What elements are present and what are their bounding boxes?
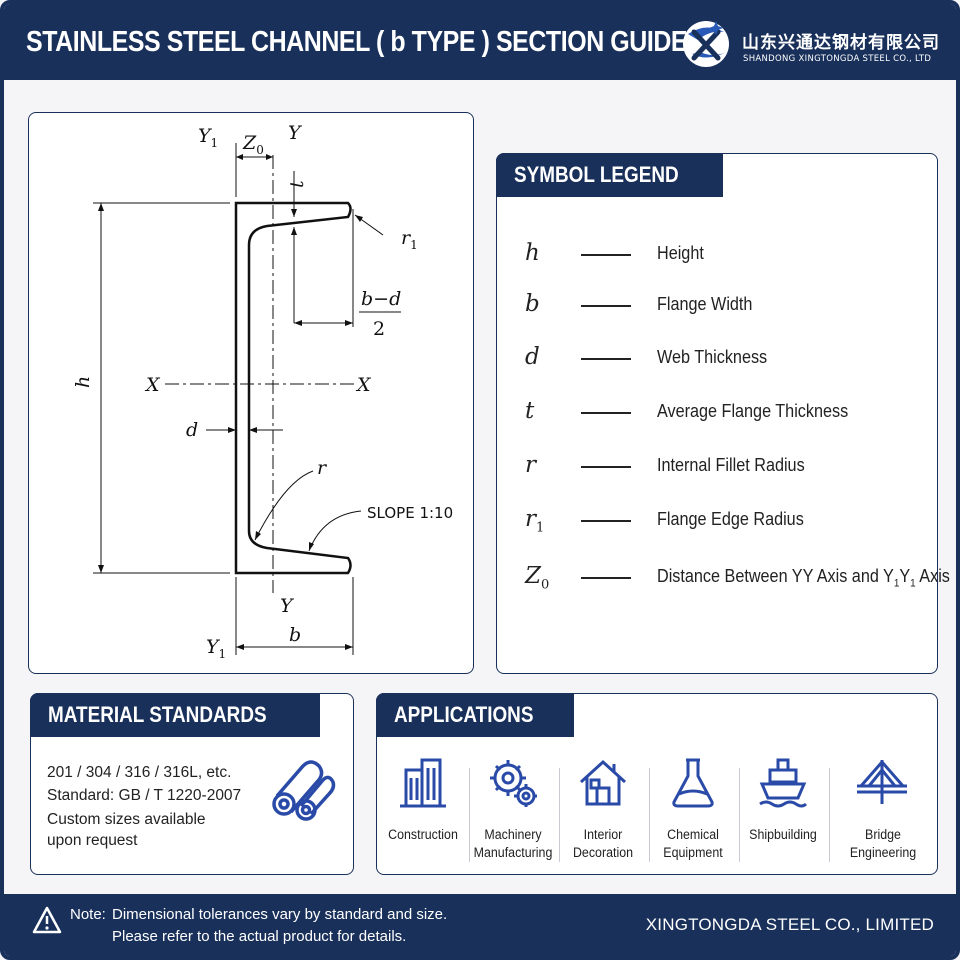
page-title: STAINLESS STEEL CHANNEL ( b TYPE ) SECTI… [26,26,688,58]
house-icon [579,759,627,806]
separator [739,768,740,862]
legend-description: Flange Width [657,294,753,314]
legend-dash [581,412,631,414]
legend-row-h: h Height [497,240,937,270]
label-b: b [289,624,301,646]
legend-symbol: d [525,344,540,370]
note-text-line1: Dimensional tolerances vary by standard … [112,906,448,923]
legend-symbol: r1 [525,506,545,536]
symbol-legend-panel: SYMBOL LEGEND h Height b Flange Width d … [495,152,950,674]
legend-row-d: d Web Thickness [497,344,937,374]
legend-row-r: r Internal Fillet Radius [497,452,937,482]
ship-icon [759,758,808,808]
legend-description: Distance Between YY Axis and Y1Y1 Axis [657,566,950,590]
label-y1-top: Y1 [198,125,218,150]
company-logo: 山东兴通达钢材有限公司 SHANDONG XINGTONGDA STEEL CO… [680,14,950,72]
label-z0: Z0 [242,132,264,157]
legend-dash [581,466,631,468]
material-standards-panel: MATERIAL STANDARDS 201 / 304 / 316 / 316… [29,692,354,875]
app-construction: Construction [377,756,469,866]
footer-bar: Note: Dimensional tolerances vary by sta… [4,894,956,956]
legend-dash [581,577,631,579]
label-r1: r1 [401,227,418,252]
material-custom-line2: upon request [47,832,138,849]
legend-description: Average Flange Thickness [657,401,849,421]
app-shipbuilding: Shipbuilding [737,756,829,866]
label-t: t [286,180,308,188]
legend-row-z0: Z0 Distance Between YY Axis and Y1Y1 Axi… [497,563,950,593]
channel-profile [234,201,352,575]
app-label: Shipbuilding [749,827,817,842]
company-name: XINGTONGDA STEEL CO., LIMITED [645,915,934,934]
material-standard: Standard: GB / T 1220-2007 [47,787,242,804]
legend-symbol: t [525,398,535,424]
material-grades: 201 / 304 / 316 / 316L, etc. [47,764,232,781]
separator [649,768,650,862]
legend-dash [581,358,631,360]
label-slope: SLOPE 1:10 [367,504,453,522]
legend-description: Flange Edge Radius [657,509,804,529]
section-diagram-panel: Y1 Z0 Y t r1 b−d 2 h X X d r SLOPE 1:10 … [28,112,474,674]
note-text-line2: Please refer to the actual product for d… [112,928,407,945]
pipes-icon [272,760,336,821]
label-y1-bottom: Y1 [206,636,226,661]
label-h: h [72,376,94,388]
label-y-top: Y [288,122,303,144]
label-d: d [186,419,198,441]
logo-chinese-name: 山东兴通达钢材有限公司 [742,33,940,53]
legend-dash [581,520,631,522]
legend-description: Web Thickness [657,347,768,367]
label-x-right: X [355,374,372,396]
legend-dash [581,254,631,256]
gears-icon [490,760,537,807]
material-title: MATERIAL STANDARDS [29,692,320,737]
label-bd-numerator: b−d [361,288,401,310]
app-label: Construction [388,827,458,842]
legend-description: Height [657,243,704,263]
legend-dash [581,305,631,307]
label-bd-denominator: 2 [373,318,385,340]
logo-english-name: SHANDONG XINGTONGDA STEEL CO., LTD [743,54,932,64]
channel-section-diagram: Y1 Z0 Y t r1 b−d 2 h X X d r SLOPE 1:10 … [72,122,453,661]
separator [559,768,560,862]
legend-row-r1: r1 Flange Edge Radius [497,506,937,536]
legend-description: Internal Fillet Radius [657,455,805,475]
bridge-icon [857,760,907,804]
applications-title: APPLICATIONS [375,692,574,737]
applications-panel: APPLICATIONS Construction [375,692,938,875]
legend-title: SYMBOL LEGEND [495,152,724,197]
material-custom-line1: Custom sizes available [47,811,206,828]
flask-icon [672,758,714,808]
note-label: Note: [70,906,106,923]
warning-icon [32,906,62,934]
building-icon [400,758,446,808]
separator [829,768,830,862]
logo-mark-icon [683,21,729,67]
label-y-bottom: Y [280,595,295,617]
legend-symbol: b [525,291,540,317]
legend-symbol: Z0 [525,563,550,593]
legend-symbol: r [525,452,536,478]
legend-row-b: b Flange Width [497,291,937,321]
legend-row-t: t Average Flange Thickness [497,398,937,428]
label-x-left: X [144,374,161,396]
legend-symbol: h [525,240,540,266]
label-r: r [317,457,328,479]
separator [469,768,470,862]
header-bar: STAINLESS STEEL CHANNEL ( b TYPE ) SECTI… [4,4,956,80]
